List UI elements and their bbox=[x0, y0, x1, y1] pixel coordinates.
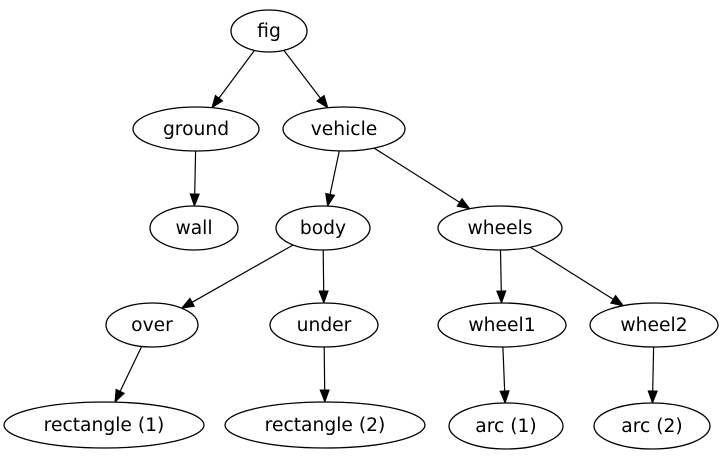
edge-line bbox=[530, 246, 615, 301]
node-wheels: wheels bbox=[437, 205, 563, 251]
edge-under-rectangle2 bbox=[319, 346, 330, 404]
edge-line bbox=[190, 244, 294, 304]
node-over: over bbox=[105, 302, 199, 348]
node-ellipse bbox=[105, 302, 199, 348]
node-ellipse bbox=[224, 401, 426, 449]
node-rectangle1: rectangle (1) bbox=[3, 401, 205, 449]
node-label: arc (2) bbox=[621, 416, 682, 437]
node-arc2: arc (2) bbox=[593, 402, 711, 450]
node-wheel2: wheel2 bbox=[589, 302, 719, 348]
node-wheel1: wheel1 bbox=[437, 302, 567, 348]
edge-line bbox=[322, 249, 325, 293]
edge-wheels-wheel1 bbox=[496, 249, 507, 305]
edge-ground-wall bbox=[189, 150, 200, 208]
edge-wheels-wheel2 bbox=[530, 246, 625, 307]
node-label: under bbox=[297, 315, 352, 336]
node-rectangle2: rectangle (2) bbox=[224, 401, 426, 449]
node-label: rectangle (1) bbox=[44, 415, 165, 436]
node-wall: wall bbox=[149, 205, 239, 251]
edge-arrowhead bbox=[189, 193, 200, 208]
node-arc1: arc (1) bbox=[448, 402, 564, 450]
edge-arrowhead bbox=[319, 389, 330, 404]
edge-arrowhead bbox=[325, 192, 336, 208]
edge-arrowhead bbox=[211, 94, 224, 109]
node-ellipse bbox=[275, 205, 371, 251]
edge-line bbox=[502, 346, 506, 393]
node-label: rectangle (2) bbox=[265, 415, 386, 436]
node-ellipse bbox=[437, 205, 563, 251]
node-ellipse bbox=[230, 9, 308, 53]
edge-arrowhead bbox=[496, 290, 507, 305]
node-ellipse bbox=[448, 402, 564, 450]
edge-line bbox=[652, 346, 655, 393]
node-ellipse bbox=[3, 401, 205, 449]
edge-line bbox=[217, 50, 255, 100]
edge-wheel1-arc1 bbox=[499, 346, 510, 405]
node-body: body bbox=[275, 205, 371, 251]
edge-line bbox=[329, 150, 340, 196]
edge-body-under bbox=[318, 249, 329, 305]
node-ground: ground bbox=[132, 106, 260, 152]
node-ellipse bbox=[269, 302, 379, 348]
node-label: vehicle bbox=[311, 119, 378, 140]
edge-arrowhead bbox=[318, 290, 329, 305]
edge-fig-vehicle bbox=[283, 49, 329, 109]
edge-line bbox=[283, 49, 322, 100]
edge-line bbox=[499, 249, 502, 293]
edge-line bbox=[194, 150, 197, 196]
node-fig: fig bbox=[230, 9, 308, 53]
edge-arrowhead bbox=[114, 388, 126, 404]
node-ellipse bbox=[589, 302, 719, 348]
edge-line bbox=[373, 147, 461, 204]
edge-over-rectangle1 bbox=[114, 346, 143, 404]
edge-line bbox=[119, 346, 143, 393]
edge-vehicle-body bbox=[325, 150, 340, 208]
edge-wheel2-arc2 bbox=[647, 346, 658, 405]
node-ellipse bbox=[437, 302, 567, 348]
edge-arrowhead bbox=[316, 94, 329, 109]
node-ellipse bbox=[593, 402, 711, 450]
node-label: ground bbox=[163, 119, 229, 140]
edge-arrowhead bbox=[456, 197, 471, 210]
node-label: wheel2 bbox=[620, 315, 687, 336]
node-label: wall bbox=[175, 218, 212, 239]
node-ellipse bbox=[149, 205, 239, 251]
edge-arrowhead bbox=[647, 390, 658, 405]
edge-vehicle-wheels bbox=[373, 147, 471, 210]
node-ellipse bbox=[132, 106, 260, 152]
node-label: fig bbox=[257, 21, 281, 42]
edge-body-over bbox=[180, 244, 294, 309]
node-ellipse bbox=[282, 106, 406, 152]
node-under: under bbox=[269, 302, 379, 348]
node-label: arc (1) bbox=[475, 416, 536, 437]
edge-fig-ground bbox=[211, 50, 255, 109]
edge-arrowhead bbox=[499, 390, 510, 405]
edge-arrowhead bbox=[609, 294, 625, 307]
edge-line bbox=[323, 346, 326, 392]
node-label: body bbox=[300, 218, 346, 239]
node-vehicle: vehicle bbox=[282, 106, 406, 152]
edge-arrowhead bbox=[180, 297, 196, 309]
node-label: over bbox=[131, 315, 173, 336]
node-label: wheels bbox=[467, 218, 532, 239]
node-label: wheel1 bbox=[468, 315, 535, 336]
